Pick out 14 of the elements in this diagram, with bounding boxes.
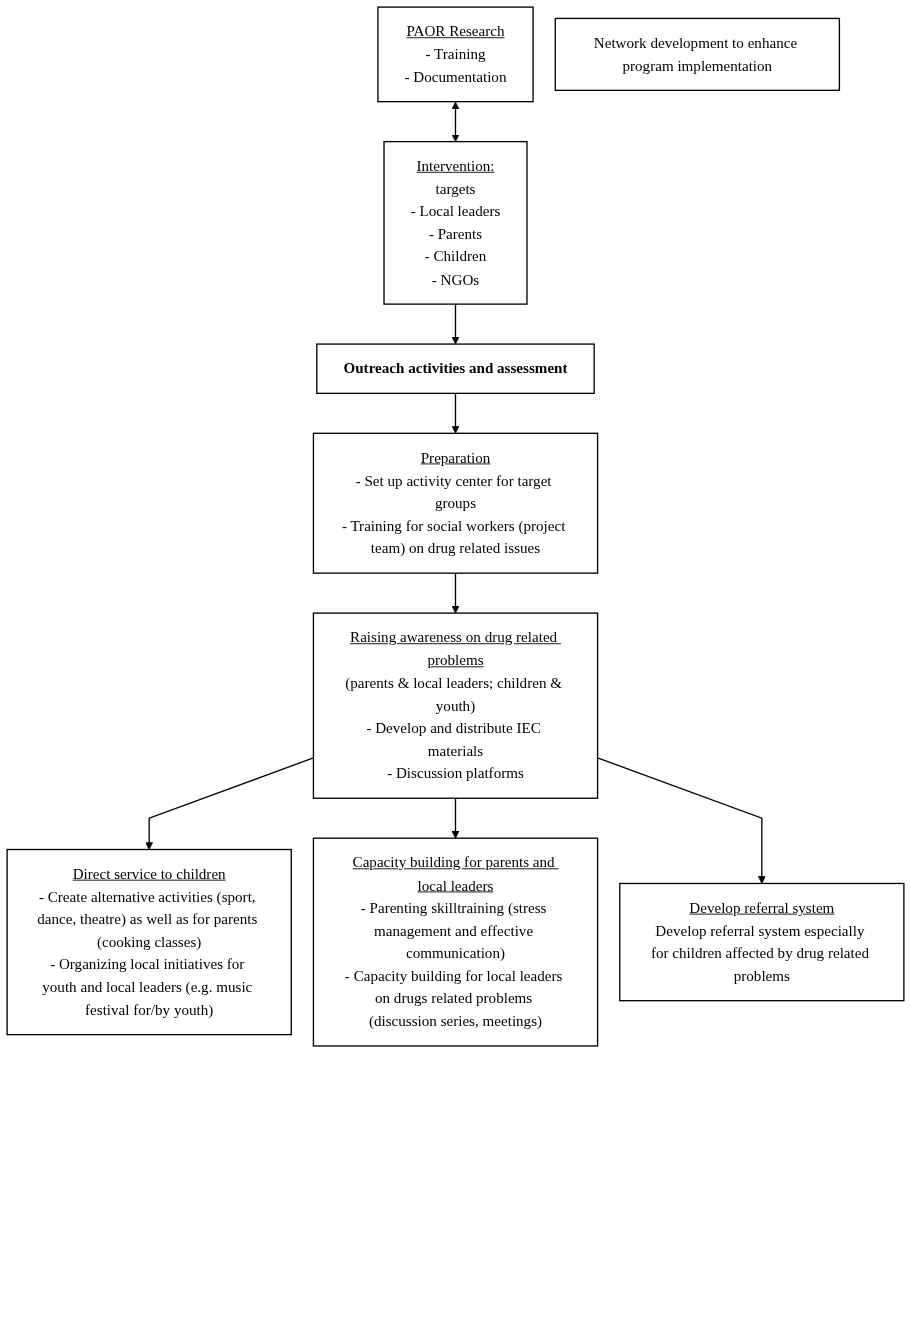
arrow bbox=[451, 797, 460, 839]
arrow bbox=[451, 392, 460, 434]
node-box: Raising awareness on drug related problems (parents & local leaders; children & youth) - Develop and distribute IEC materials - Discussion platforms bbox=[312, 612, 599, 799]
node-box: Capacity building for parents and local leaders - Parenting skilltraining (stress management and effective communication) - Capacity building for local leaders on drugs related problems (discussion series, meetings) bbox=[312, 837, 599, 1047]
arrow bbox=[451, 303, 460, 345]
node-box: Network development to enhance program implementation bbox=[554, 17, 841, 91]
arrow bbox=[451, 572, 460, 614]
arrow bbox=[451, 101, 460, 142]
node-box: PAOR Research - Training - Documentation bbox=[377, 6, 534, 103]
node-box: Direct service to children - Create alternative activities (sport, dance, theatre) as well as for parents (cooking classes) - Organizing local initiatives for youth and local leaders (e.g. music festival for/by youth) bbox=[6, 848, 292, 1036]
node-box: Outreach activities and assessment bbox=[316, 343, 595, 394]
node-box: Intervention: targets - Local leaders - Parents - Children - NGOs bbox=[383, 140, 528, 305]
node-box: Preparation - Set up activity center for target groups - Training for social workers (project team) on drug related issues bbox=[312, 432, 599, 574]
node-box: Develop referral system Develop referral system especially for children affected by drug related problems bbox=[619, 882, 905, 1002]
